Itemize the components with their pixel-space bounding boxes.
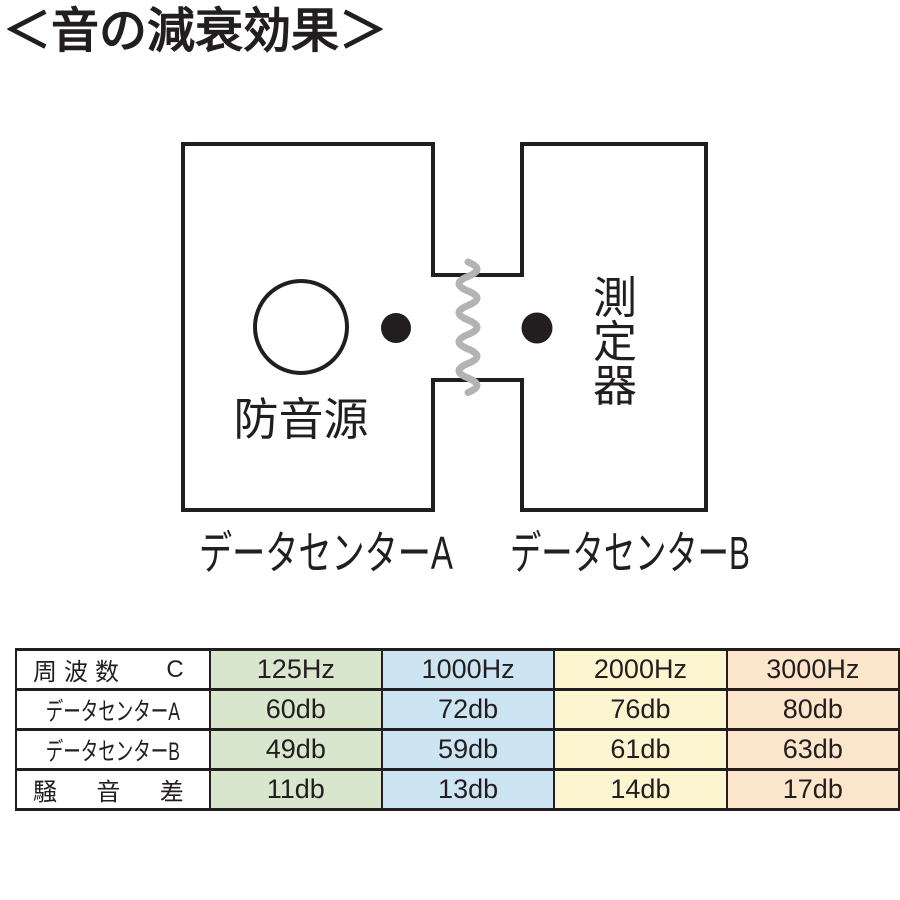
cell-d-1000: 13db: [380, 768, 556, 811]
table-row-noise-diff: 騒音差 11db 13db 14db 17db: [15, 768, 900, 811]
row-label-center-b: データセンターB: [15, 728, 211, 771]
sound-wave-squiggle: [455, 258, 481, 396]
cell-b-1000: 59db: [380, 728, 556, 771]
cell-a-2000: 76db: [553, 688, 728, 731]
row-label-noise-diff: 騒音差: [15, 768, 211, 811]
cell-d-3000: 17db: [725, 768, 900, 811]
header-125hz: 125Hz: [208, 648, 383, 691]
cell-a-1000: 72db: [380, 688, 556, 731]
row-label-center-a: データセンターA: [15, 688, 211, 731]
room-b-label: データセンターB: [510, 527, 750, 579]
rooms-diagram: [181, 142, 708, 512]
cell-a-125: 60db: [208, 688, 383, 731]
table-row-center-b: データセンターB 49db 59db 61db 63db: [15, 728, 900, 771]
cell-b-125: 49db: [208, 728, 383, 771]
measurement-point-b-dot: [521, 312, 553, 344]
cell-d-125: 11db: [208, 768, 383, 811]
header-3000hz: 3000Hz: [725, 648, 900, 691]
header-2000hz: 2000Hz: [553, 648, 728, 691]
meter-label: 測定器: [593, 274, 637, 411]
cell-d-2000: 14db: [553, 768, 728, 811]
cell-b-2000: 61db: [553, 728, 728, 771]
table-row-center-a: データセンターA 60db 72db 76db 80db: [15, 688, 900, 731]
cell-b-3000: 63db: [725, 728, 900, 771]
sound-source-label: 防音源: [233, 394, 369, 445]
header-1000hz: 1000Hz: [380, 648, 556, 691]
measurement-point-a-dot: [381, 313, 411, 343]
sound-source-circle: [253, 279, 349, 375]
room-a-label: データセンターA: [199, 527, 453, 579]
room-outline: [181, 142, 708, 512]
page-title: ＜音の減衰効果＞: [3, 5, 388, 58]
cell-a-3000: 80db: [725, 688, 900, 731]
